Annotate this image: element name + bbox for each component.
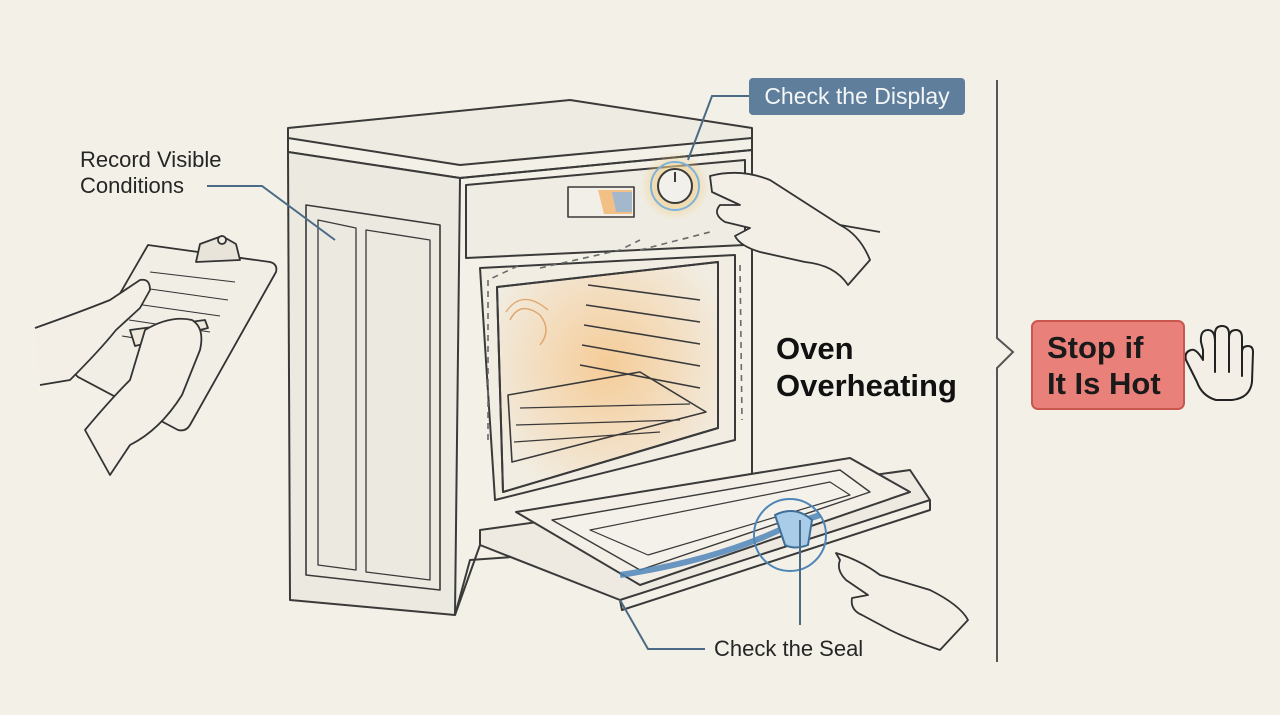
hand-stop-icon: [1184, 325, 1254, 401]
check-display-tag: Check the Display: [749, 78, 965, 115]
divider: [996, 80, 1015, 662]
hands-writing: [34, 278, 209, 476]
oven-body: [287, 99, 931, 616]
title-line-1: Oven: [776, 331, 854, 366]
record-line-2: Conditions: [80, 173, 184, 198]
check-seal-label: Check the Seal: [714, 636, 864, 661]
record-line-1: Record Visible: [80, 147, 222, 172]
stop-line-1: Stop if: [1047, 330, 1144, 365]
hand-on-seal: [835, 552, 969, 651]
hand-on-knob: [709, 171, 881, 286]
title-line-2: Overheating: [776, 368, 957, 403]
stop-warning-tag: Stop if It Is Hot: [1031, 320, 1185, 410]
stop-line-2: It Is Hot: [1047, 366, 1161, 401]
record-conditions-label: Record Visible Conditions: [80, 147, 221, 199]
diagram-title: Oven Overheating: [776, 330, 957, 404]
leader-lines: [207, 95, 801, 650]
